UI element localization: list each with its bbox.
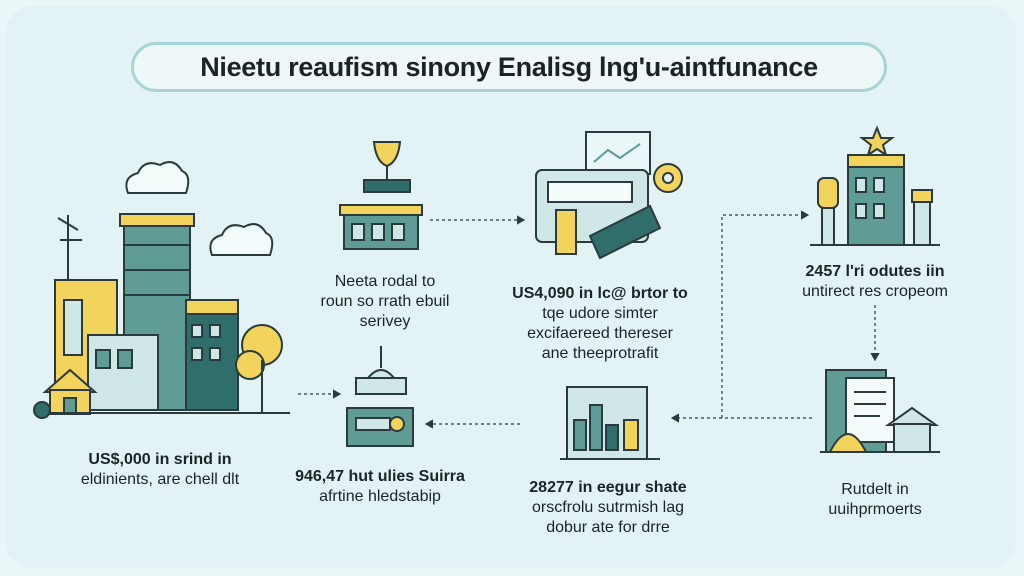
- connector-step6-step3: [721, 210, 810, 418]
- step-caption-5: 946,47 hut ulies Suirra afrtine hledstab…: [285, 467, 475, 507]
- step-caption-2: US4,090 in lc@ brtor to tqe udore simter…: [495, 284, 705, 364]
- caption-line: ane theeprotrafit: [541, 345, 659, 362]
- step-caption-1: Neeta rodal to roun so rrath ebuil seriv…: [290, 272, 480, 332]
- diagram-title: Nieetu reaufism sinony Enalisg lng'u-ain…: [131, 42, 887, 92]
- caption-line: 28277 in eegur shate: [529, 479, 687, 496]
- caption-line: 946,47 hut ulies Suirra: [295, 468, 465, 485]
- step-caption-4: US$,000 in srind in eldinients, are chel…: [55, 450, 265, 490]
- caption-line: Neeta rodal to: [334, 273, 436, 290]
- cloud-icon: [125, 161, 274, 256]
- growth-chart-icon: [560, 386, 660, 460]
- caption-line: US$,000 in srind in: [88, 451, 232, 468]
- caption-line: roun so rrath ebuil: [320, 293, 450, 310]
- flow-connectors: [298, 210, 880, 429]
- device-icon: [346, 346, 414, 447]
- caption-line: untirect res cropeom: [802, 283, 948, 300]
- caption-line: serivey: [359, 313, 411, 330]
- caption-line: eldinients, are chell dlt: [80, 471, 240, 488]
- trophy-building-icon: [339, 141, 423, 250]
- caption-line: 2457 l'ri odutes iin: [805, 263, 945, 280]
- document-house-icon: [820, 369, 940, 453]
- caption-line: excifaereed thereser: [527, 325, 673, 342]
- caption-line: Rutdelt in: [841, 481, 909, 498]
- caption-line: uuihprmoerts: [828, 501, 922, 518]
- caption-line: tqe udore simter: [542, 305, 658, 322]
- city-illustration: [33, 161, 290, 419]
- caption-line: dobur ate for drre: [546, 519, 670, 536]
- diagram-title-text: Nieetu reaufism sinony Enalisg lng'u-ain…: [200, 51, 818, 82]
- step-caption-3: 2457 l'ri odutes iin untirect res cropeo…: [770, 262, 980, 302]
- caption-line: afrtine hledstabip: [319, 488, 441, 505]
- dashboard-chart-icon: [535, 131, 683, 260]
- star-building-icon: [810, 125, 940, 246]
- step-caption-6: 28277 in eegur shate orscfrolu sutrmish …: [508, 478, 708, 538]
- caption-line: orscfrolu sutrmish lag: [531, 499, 685, 516]
- caption-line: US4,090 in lc@ brtor to: [512, 285, 688, 302]
- step-caption-7: Rutdelt in uuihprmoerts: [790, 480, 960, 520]
